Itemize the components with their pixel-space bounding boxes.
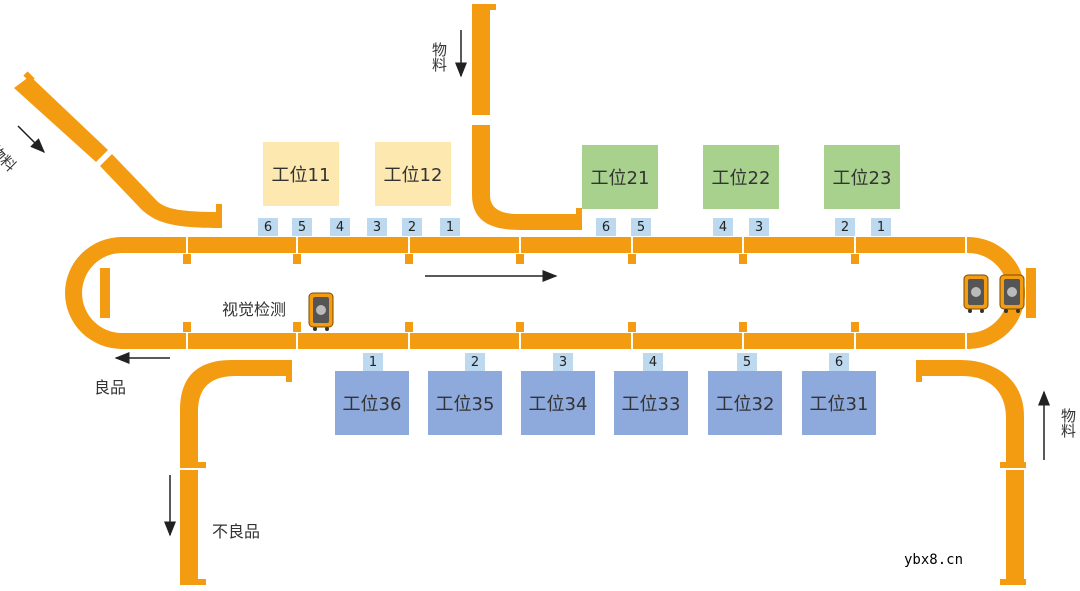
position-tag: 4	[713, 218, 733, 236]
position-tag: 3	[553, 353, 573, 371]
station-label: 工位33	[621, 394, 681, 415]
station-label: 工位11	[271, 165, 331, 186]
station-label: 工位23	[832, 168, 892, 189]
station-34: 工位34	[521, 371, 595, 435]
position-tag: 3	[367, 218, 387, 236]
station-32: 工位32	[708, 371, 782, 435]
position-tag: 3	[749, 218, 769, 236]
feeder-bottom-right	[916, 360, 1026, 585]
station-22: 工位22	[703, 145, 779, 209]
station-label: 工位21	[590, 168, 650, 189]
position-tag: 1	[363, 353, 383, 371]
flow-arrows	[17, 30, 1050, 537]
arrow-material-top-left	[17, 125, 46, 154]
vision-inspection-label: 视觉检测	[222, 300, 287, 319]
station-label: 工位32	[715, 394, 775, 415]
position-tag: 6	[829, 353, 849, 371]
carrier-right-1	[963, 274, 989, 313]
station-33: 工位33	[614, 371, 688, 435]
exit-bottom-left	[180, 360, 292, 585]
station-12: 工位12	[375, 142, 451, 206]
position-tag: 2	[402, 218, 422, 236]
watermark: ybx8.cn	[904, 552, 964, 568]
station-label: 工位31	[809, 394, 869, 415]
position-tag: 2	[835, 218, 855, 236]
good-product-label: 良品	[94, 378, 127, 397]
carrier-right-2	[999, 274, 1025, 313]
station-label: 工位22	[711, 168, 771, 189]
station-label: 工位12	[383, 165, 443, 186]
station-36: 工位36	[335, 371, 409, 435]
station-21: 工位21	[582, 145, 658, 209]
position-tag: 5	[292, 218, 312, 236]
segment-dividers	[186, 236, 967, 350]
station-23: 工位23	[824, 145, 900, 209]
position-tag: 1	[440, 218, 460, 236]
material-label-top-center: 物料	[430, 42, 448, 72]
main-loop-conveyor	[65, 237, 1036, 349]
defective-product-label: 不良品	[212, 522, 261, 541]
station-35: 工位35	[428, 371, 502, 435]
position-tag: 6	[258, 218, 278, 236]
feeder-top-center	[472, 4, 582, 230]
stop-blocks	[183, 254, 859, 332]
position-tag: 5	[631, 218, 651, 236]
position-tag: 4	[330, 218, 350, 236]
station-label: 工位35	[435, 394, 495, 415]
position-tag: 2	[465, 353, 485, 371]
carrier-vision	[308, 292, 334, 331]
position-tag: 1	[871, 218, 891, 236]
material-label-right: 物料	[1059, 408, 1077, 438]
station-11: 工位11	[263, 142, 339, 206]
position-tag: 4	[643, 353, 663, 371]
station-label: 工位34	[528, 394, 588, 415]
feeder-top-left	[14, 71, 222, 228]
position-tag: 6	[596, 218, 616, 236]
station-31: 工位31	[802, 371, 876, 435]
station-label: 工位36	[342, 394, 402, 415]
position-tag: 5	[737, 353, 757, 371]
